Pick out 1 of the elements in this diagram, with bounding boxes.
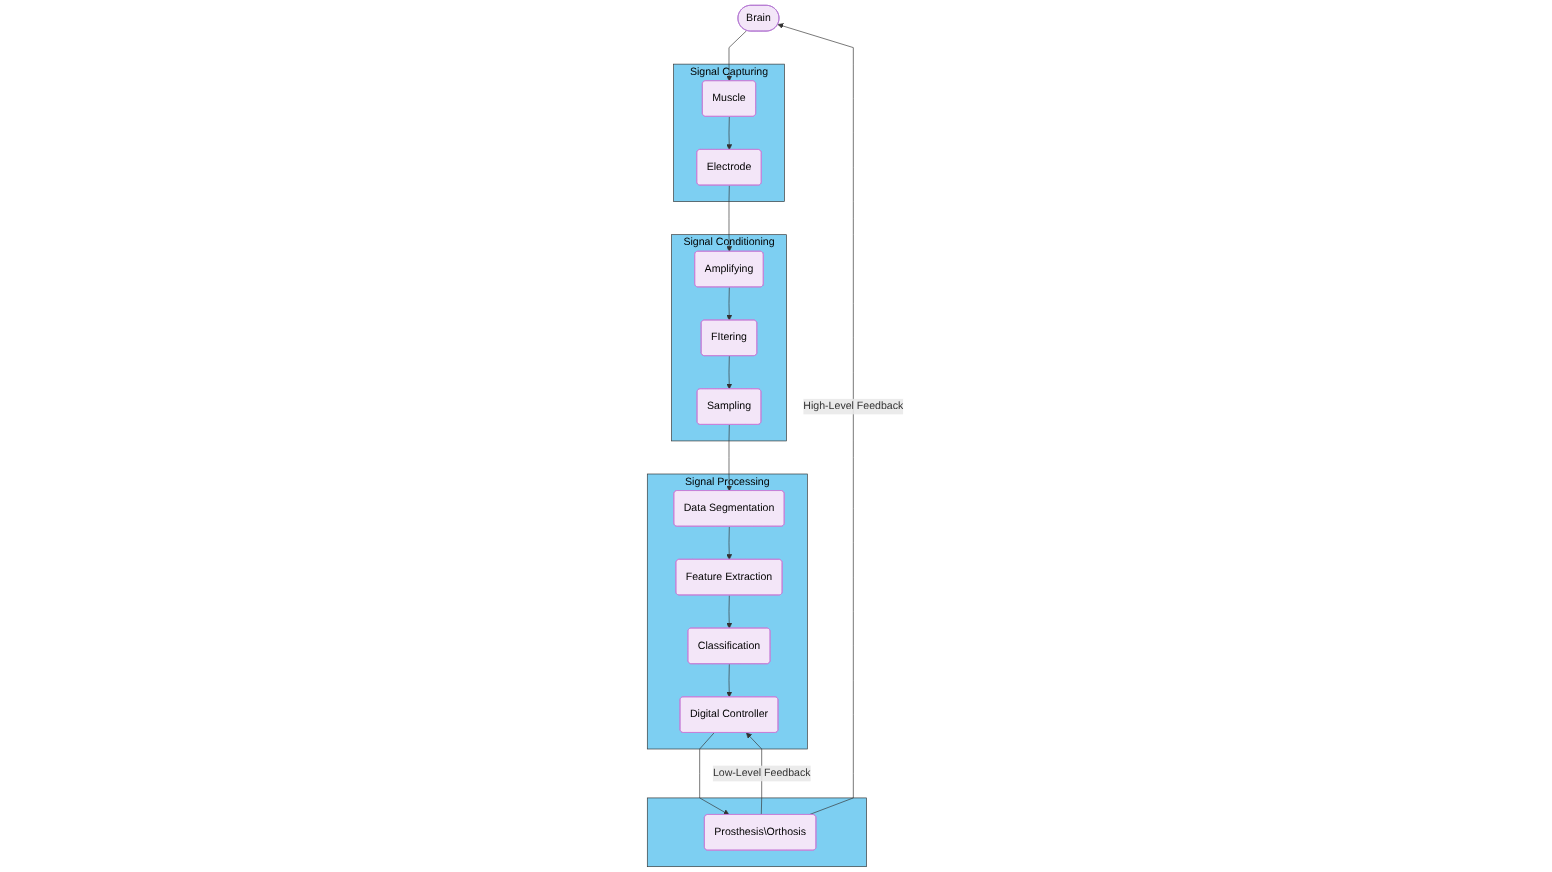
cluster: [647, 797, 868, 867]
